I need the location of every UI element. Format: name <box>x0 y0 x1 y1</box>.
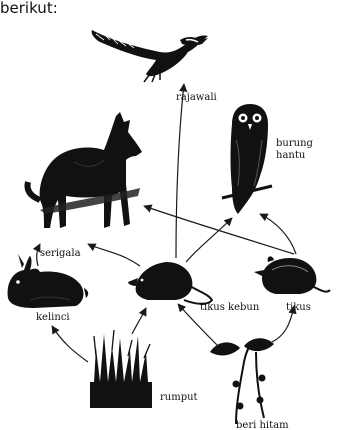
label-tikus: tikus <box>286 302 311 313</box>
arrow-tikus-kebun-serigala <box>88 244 140 266</box>
garden-rat-illustration <box>128 262 212 304</box>
eagle-illustration <box>92 30 208 82</box>
blackberry-illustration <box>210 338 274 424</box>
grass-illustration <box>90 330 152 408</box>
owl-illustration <box>222 104 272 214</box>
arrow-rumput-tikus-kebun <box>132 308 146 334</box>
label-hantu: hantu <box>276 150 306 161</box>
label-tikus-kebun: tikus kebun <box>200 302 260 313</box>
wolf-illustration <box>28 112 143 228</box>
arrow-tikus-kebun-rajawali <box>176 84 184 258</box>
arrow-tikus-kebun-burung-hantu <box>186 218 232 262</box>
label-kelinci: kelinci <box>36 312 70 323</box>
arrow-rumput-kelinci <box>52 326 88 362</box>
rabbit-illustration <box>8 254 89 308</box>
label-rajawali: rajawali <box>176 92 217 103</box>
arrow-tikus-burung-hantu <box>260 214 296 254</box>
label-rumput: rumput <box>160 392 198 403</box>
label-serigala: serigala <box>40 248 81 259</box>
rat-illustration <box>254 256 330 294</box>
header-text: berikut: <box>0 0 58 17</box>
label-burung: burung <box>276 138 314 149</box>
label-beri-hitam: beri hitam <box>236 420 289 430</box>
arrow-tikus-serigala <box>144 206 294 254</box>
